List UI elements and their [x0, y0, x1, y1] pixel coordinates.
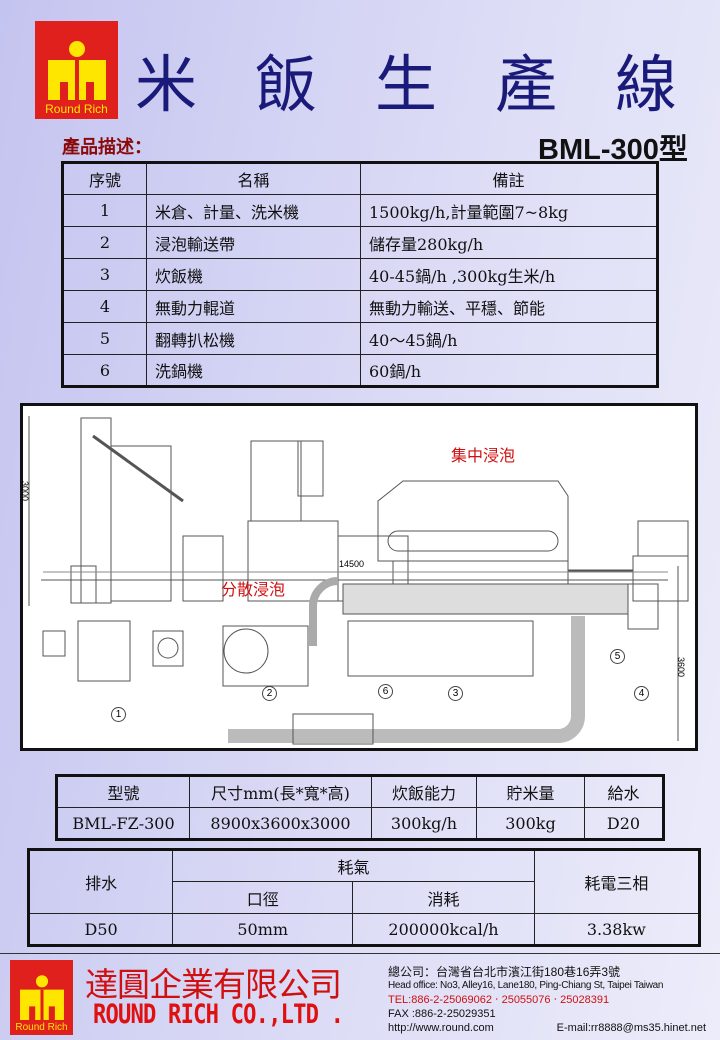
- cell: 4: [62, 290, 147, 323]
- footer-divider: [0, 953, 720, 954]
- cell: 8900x3600x3000: [189, 807, 372, 840]
- cell: 翻轉扒松機: [146, 322, 361, 355]
- title-char: 線: [615, 48, 678, 121]
- cell: D20: [584, 807, 664, 840]
- email-link[interactable]: E-mail:rr8888@ms35.hinet.net: [556, 1022, 706, 1034]
- header-cell: 耗電三相: [533, 849, 701, 914]
- spec-table: 型號 尺寸mm(長*寬*高) 炊飯能力 貯米量 給水 BML-FZ-300 89…: [55, 774, 665, 841]
- cell: 無動力輥道: [146, 290, 361, 323]
- cell: 5: [62, 322, 147, 355]
- fax: FAX :886-2-25029351: [388, 1008, 496, 1020]
- header-cell: 序號: [62, 162, 147, 195]
- cell: 浸泡輸送帶: [146, 226, 361, 259]
- header-cell: 排水: [27, 849, 174, 914]
- header-cell: 口徑: [172, 881, 354, 914]
- company-name-chinese: 達圓企業有限公司: [85, 965, 342, 1004]
- round-rich-logo-icon: [47, 41, 106, 100]
- title-char: 飯: [255, 48, 318, 121]
- dim-height: 3000: [20, 480, 31, 502]
- header-cell: 貯米量: [476, 775, 585, 808]
- header-cell: 名稱: [146, 162, 361, 195]
- cell: 無動力輸送、平穩、節能: [360, 290, 658, 323]
- company-logo: Round Rich: [35, 21, 118, 119]
- callout-4: 4: [634, 686, 649, 701]
- cell: 300kg/h: [371, 807, 477, 840]
- cell: 2: [62, 226, 147, 259]
- cell: 3: [62, 258, 147, 291]
- cell: 300kg: [476, 807, 585, 840]
- header-cell: 尺寸mm(長*寬*高): [189, 775, 372, 808]
- table-header-row: 排水 耗氣 耗電三相: [27, 849, 701, 914]
- cell: 60鍋/h: [360, 354, 658, 387]
- cell: 40-45鍋/h ,300kg生米/h: [360, 258, 658, 291]
- header-cell: 耗氣: [172, 849, 535, 882]
- section-label: 產品描述：: [62, 137, 152, 158]
- table-header-row: 口徑 消耗: [29, 881, 700, 914]
- cell: 200000kcal/h: [352, 913, 535, 946]
- cell: 50mm: [172, 913, 354, 946]
- utility-table: 排水 耗氣 耗電三相 口徑 消耗 D50 50mm 200000kcal/h 3…: [27, 848, 701, 947]
- table-header-row: 型號 尺寸mm(長*寬*高) 炊飯能力 貯米量 給水: [56, 775, 664, 808]
- cell: 1: [62, 194, 147, 227]
- header-cell: 消耗: [352, 881, 535, 914]
- cell: D50: [27, 913, 174, 946]
- cell: 3.38kw: [533, 913, 701, 946]
- company-name-english: ROUND RICH CO.,LTD .: [93, 999, 344, 1030]
- address-chinese: 總公司：台灣省台北市濱江街180巷16弄3號: [388, 965, 621, 979]
- callout-2: 2: [262, 686, 277, 701]
- address-english: Head office: No3, Alley16, Lane180, Ping…: [388, 980, 664, 991]
- cell: BML-FZ-300: [56, 807, 190, 840]
- telephone: TEL:886-2-25069062 ‧ 25055076 ‧ 25028391: [388, 994, 610, 1006]
- logo-text: Round Rich: [45, 102, 108, 116]
- cell: 洗鍋機: [146, 354, 361, 387]
- layout-diagram-icon: [28, 416, 689, 745]
- production-line-drawing: 集中浸泡 分散浸泡 3000 14500 3600 1 2 3 4 5 6: [20, 403, 698, 751]
- cell: 1500kg/h,計量範圍7~8kg: [360, 194, 658, 227]
- callout-5: 5: [610, 649, 625, 664]
- header-cell: 給水: [584, 775, 664, 808]
- title-char: 生: [375, 48, 438, 121]
- dim-length: 14500: [339, 559, 365, 569]
- website-link[interactable]: http://www.round.com: [388, 1022, 494, 1034]
- round-rich-logo-icon: [19, 975, 64, 1020]
- callout-3: 3: [448, 686, 463, 701]
- callout-1: 1: [111, 707, 126, 722]
- cell: 米倉、計量、洗米機: [146, 194, 361, 227]
- header-cell: 炊飯能力: [371, 775, 477, 808]
- callout-6: 6: [378, 684, 393, 699]
- footer-logo: Round Rich: [10, 960, 73, 1035]
- label-centralized-soaking: 集中浸泡: [451, 446, 516, 465]
- title-char: 產: [495, 48, 558, 121]
- cell: 6: [62, 354, 147, 387]
- table-row: BML-FZ-300 8900x3600x3000 300kg/h 300kg …: [56, 807, 664, 840]
- cell: 40～45鍋/h: [360, 322, 658, 355]
- title-char: 米: [135, 48, 198, 121]
- logo-text: Round Rich: [15, 1022, 68, 1033]
- contact-info: 總公司：台灣省台北市濱江街180巷16弄3號 Head office: No3,…: [388, 965, 718, 1035]
- header-cell: 型號: [56, 775, 190, 808]
- model-title: BML-300型: [538, 134, 688, 166]
- table-row: D50 50mm 200000kcal/h 3.38kw: [27, 913, 701, 946]
- cell: 炊飯機: [146, 258, 361, 291]
- label-distributed-soaking: 分散浸泡: [221, 580, 286, 599]
- header-cell: 備註: [360, 162, 658, 195]
- table-header-row: 序號 名稱 備註: [62, 162, 658, 195]
- cell: 儲存量280kg/h: [360, 226, 658, 259]
- dim-width: 3600: [676, 656, 687, 678]
